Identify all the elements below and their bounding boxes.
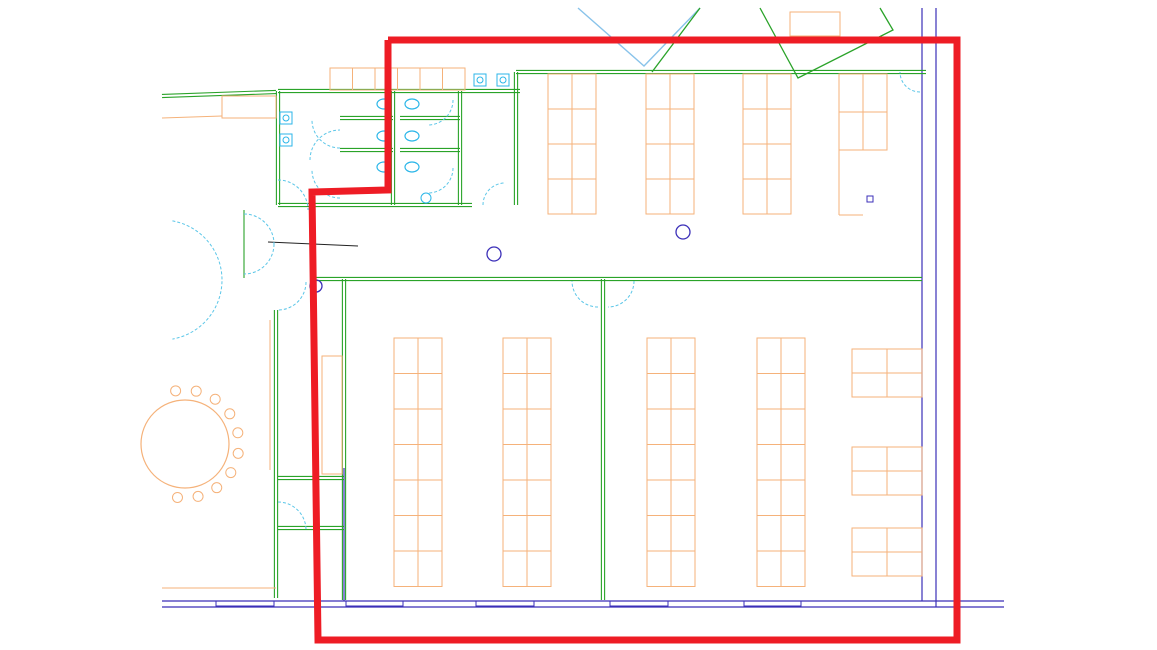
door-entry-lower [243, 243, 275, 275]
wall-west-wing-top [161, 89, 276, 95]
chair [225, 467, 237, 479]
outer-boundary-lines [162, 8, 1004, 608]
window-5 [743, 600, 802, 607]
chair [224, 408, 236, 420]
fixtures-layer [279, 73, 510, 204]
door-entry-upper [243, 213, 275, 245]
toilet-fixture [404, 161, 420, 173]
sink-fixture [279, 133, 293, 147]
chair [190, 385, 202, 397]
door-stall-2 [311, 119, 341, 149]
furniture-layer [140, 11, 923, 589]
door-stall-5 [427, 167, 454, 194]
door-stall-4 [427, 99, 454, 126]
desk-block-c2 [851, 446, 923, 496]
column-symbol [486, 246, 502, 262]
desk-block-b1 [393, 337, 443, 587]
door-office [482, 182, 506, 206]
desk-block-c1 [851, 348, 923, 398]
column-symbol [675, 224, 691, 240]
desk-block-a3 [742, 73, 792, 215]
chair [192, 490, 204, 502]
highlight-outline [308, 36, 961, 644]
desk-block-b3 [646, 337, 696, 587]
outlet-symbol [866, 195, 874, 203]
sink-bowl [499, 76, 507, 84]
door-northeast [899, 71, 921, 93]
chair [232, 427, 244, 439]
sink-fixture [473, 73, 487, 87]
door-stall-3 [309, 129, 341, 161]
desk-block-b4 [756, 337, 806, 587]
door-restroom [277, 179, 309, 211]
sink-fixture [496, 73, 510, 87]
chair [211, 482, 223, 494]
window-3 [475, 600, 535, 607]
desk-block-c3 [851, 527, 923, 577]
toilet-fixture [404, 130, 420, 142]
door-room-east [607, 280, 635, 308]
window-2 [345, 600, 404, 607]
reception-counter [329, 67, 466, 91]
chair [232, 447, 244, 459]
door-storage [277, 501, 307, 531]
arc-lobby [172, 220, 223, 340]
window-1 [215, 600, 275, 607]
sink-bowl [282, 136, 290, 144]
sink-bowl [476, 76, 484, 84]
chair [171, 491, 183, 503]
window-4 [609, 600, 669, 607]
chair [209, 393, 221, 405]
sink-bowl [282, 114, 290, 122]
desk-block-a1 [547, 73, 597, 215]
toilet-fixture [404, 98, 420, 110]
desk-block-b2 [502, 337, 552, 587]
cabinet-west [321, 355, 343, 475]
walls-layer [161, 7, 926, 600]
highlighted-zone [308, 36, 961, 644]
sink-fixture [279, 111, 293, 125]
glazing-diagonal [577, 7, 701, 67]
wall-west-wing-top [162, 93, 277, 99]
floor-drain [420, 192, 432, 204]
counter-block-west [221, 95, 277, 119]
door-west-corridor [277, 281, 307, 311]
round-table [140, 399, 230, 489]
door-swings-layer [172, 71, 921, 531]
door-room-west [571, 280, 599, 308]
desk-block-a2 [645, 73, 695, 215]
chair [170, 385, 182, 397]
desk-block-a4 [838, 73, 888, 151]
furniture-top-right [789, 11, 841, 37]
counter-west [161, 115, 223, 119]
